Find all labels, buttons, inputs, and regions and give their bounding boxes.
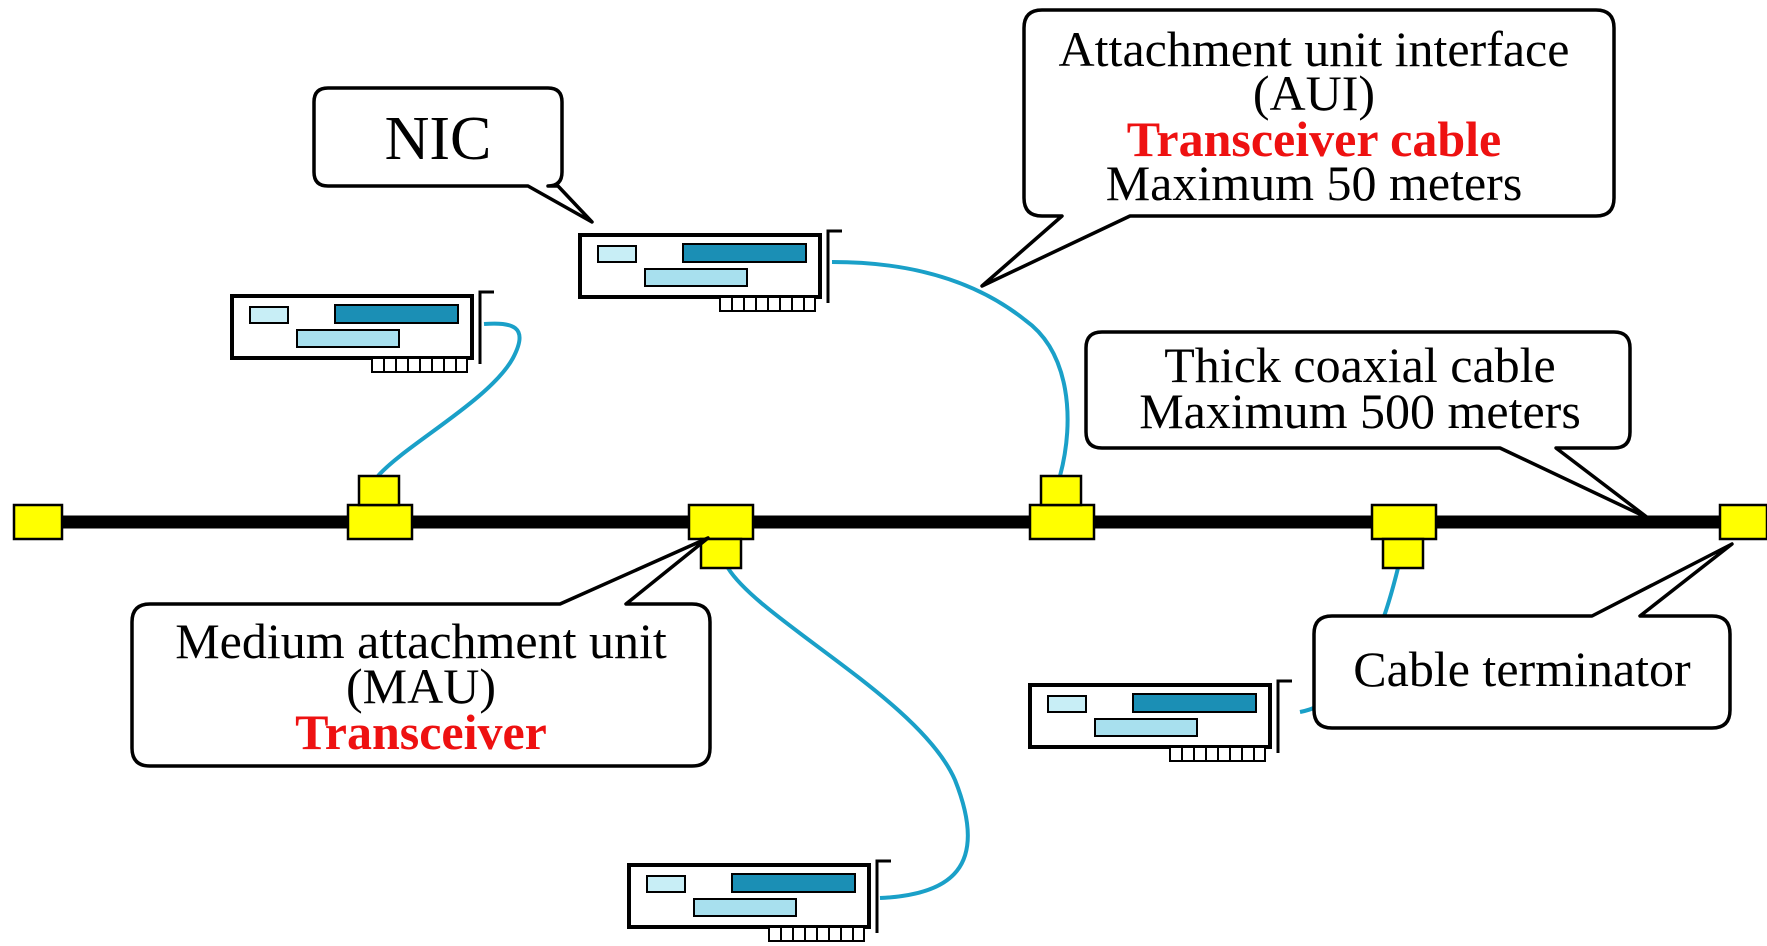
- mau-label-line2: (MAU): [346, 658, 496, 714]
- aui-label-line1: Attachment unit interface: [1059, 21, 1570, 77]
- aui-cable-2: [831, 260, 1070, 477]
- coax-label-line2: Maximum 500 meters: [1139, 383, 1581, 439]
- aui-cable-1: [376, 321, 522, 478]
- nic-card-3: [1028, 679, 1294, 763]
- aui-callout: Attachment unit interface (AUI) Transcei…: [980, 8, 1616, 288]
- nic-card-4: [627, 859, 893, 943]
- aui-cable-3: [726, 566, 970, 900]
- mau-callout: Medium attachment unit (MAU) Transceiver: [130, 536, 712, 768]
- aui-label-line2: (AUI): [1253, 65, 1375, 121]
- terminator-callout: Cable terminator: [1312, 542, 1734, 730]
- mau-label-line1: Medium attachment unit: [175, 613, 667, 669]
- aui-label-line3: Transceiver cable: [1127, 111, 1501, 167]
- cable-terminator-right: [1718, 503, 1767, 541]
- nic-label: NIC: [385, 105, 492, 173]
- transceiver-4: [1370, 503, 1438, 570]
- transceiver-2: [687, 503, 755, 570]
- transceiver-3: [1028, 474, 1096, 541]
- aui-label-line4: Maximum 50 meters: [1106, 155, 1523, 211]
- transceiver-1: [346, 474, 414, 541]
- coax-callout: Thick coaxial cable Maximum 500 meters: [1084, 330, 1650, 520]
- mau-label-line3: Transceiver: [295, 704, 547, 760]
- coax-label-line1: Thick coaxial cable: [1164, 337, 1555, 393]
- cable-terminator-left: [12, 503, 64, 541]
- nic-card-1: [230, 290, 496, 374]
- nic-card-2: [578, 229, 844, 313]
- nic-callout: NIC: [312, 86, 594, 224]
- terminator-label: Cable terminator: [1353, 641, 1691, 697]
